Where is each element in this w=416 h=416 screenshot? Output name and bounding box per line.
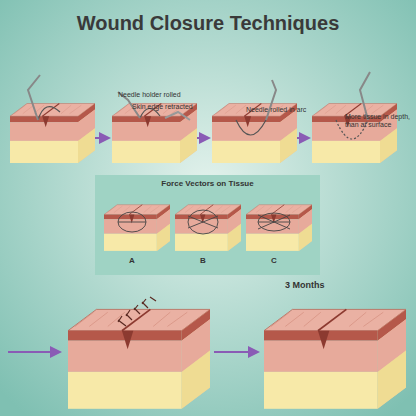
needle-holder <box>266 80 276 120</box>
flow-arrow <box>214 351 258 353</box>
annotation-label: More tissue in depth, than at surface <box>345 113 413 129</box>
suture-loop <box>258 213 290 231</box>
skin-block <box>10 104 95 164</box>
panel-heading: Force Vectors on Tissue <box>95 175 320 188</box>
skin-block <box>312 104 397 164</box>
skin-block <box>112 104 197 164</box>
needle-holder <box>360 72 370 120</box>
annotation-label: B <box>193 256 213 265</box>
suture-arc <box>236 120 266 135</box>
annotation-label: A <box>122 256 142 265</box>
stitch-row <box>118 297 156 326</box>
annotation-label: Needle rolled in arc <box>246 106 326 114</box>
annotation-label: C <box>264 256 284 265</box>
skin-block <box>104 205 170 251</box>
suture-loop <box>118 212 146 232</box>
flow-arrow <box>197 137 209 139</box>
title: Wound Closure Techniques <box>0 12 416 35</box>
annotation-label: 3 Months <box>285 280 345 290</box>
needle-holder <box>28 75 40 120</box>
suture-loop <box>188 210 218 234</box>
skin-block <box>246 205 312 251</box>
annotation-label: Skin edge retracted <box>132 103 212 111</box>
flow-arrow <box>8 351 60 353</box>
skin-block <box>175 205 241 251</box>
sutures <box>118 297 156 326</box>
needles <box>28 72 370 139</box>
force-vector <box>188 216 218 228</box>
skin-hook <box>165 112 190 120</box>
panel-background <box>95 175 320 275</box>
force-vector <box>118 222 146 223</box>
skin-block-healed <box>264 309 406 408</box>
flow-arrow <box>297 137 309 139</box>
skin-block <box>68 309 210 408</box>
flow-arrow <box>95 137 109 139</box>
annotation-label: Needle holder rolled <box>118 91 208 99</box>
suture-needle <box>38 107 60 120</box>
panel-box: Force Vectors on Tissue <box>95 175 320 275</box>
force-vectors <box>118 210 290 234</box>
force-vector <box>258 215 290 229</box>
